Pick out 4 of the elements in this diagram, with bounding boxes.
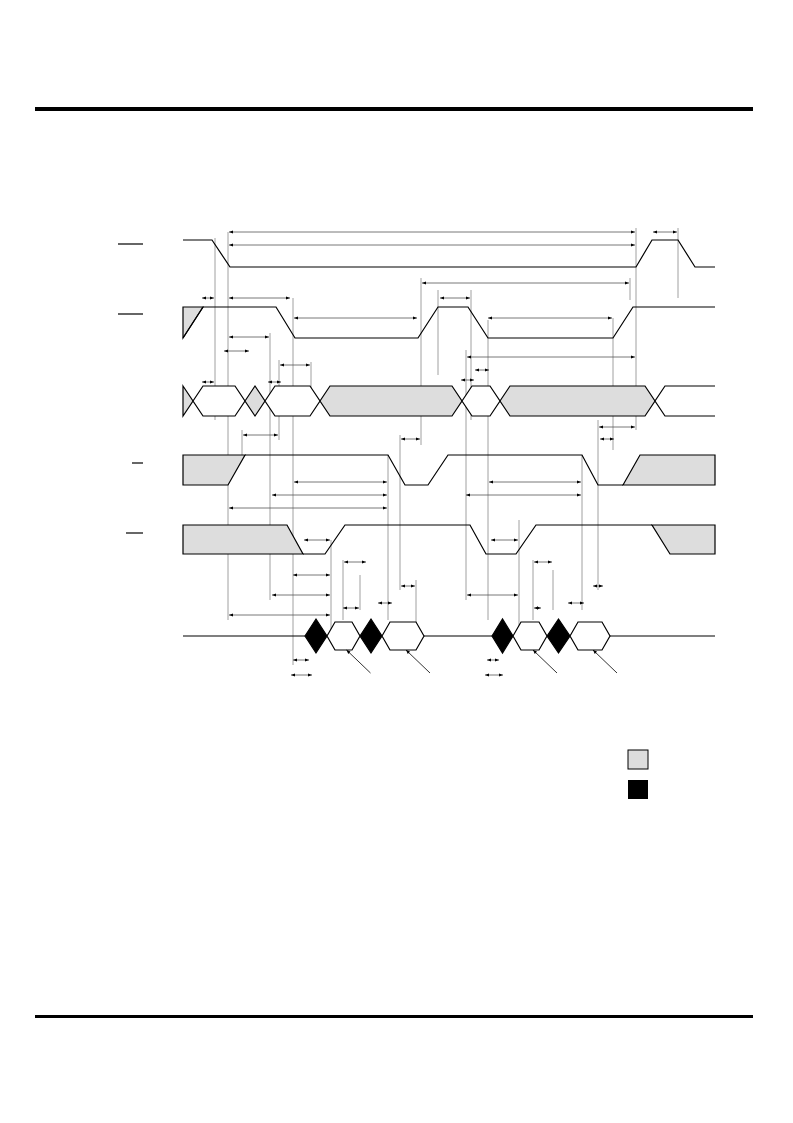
valid-data-window bbox=[326, 621, 361, 651]
valid-data-window bbox=[381, 621, 425, 651]
valid-data-window bbox=[569, 621, 611, 651]
valid-data-window bbox=[512, 621, 548, 651]
